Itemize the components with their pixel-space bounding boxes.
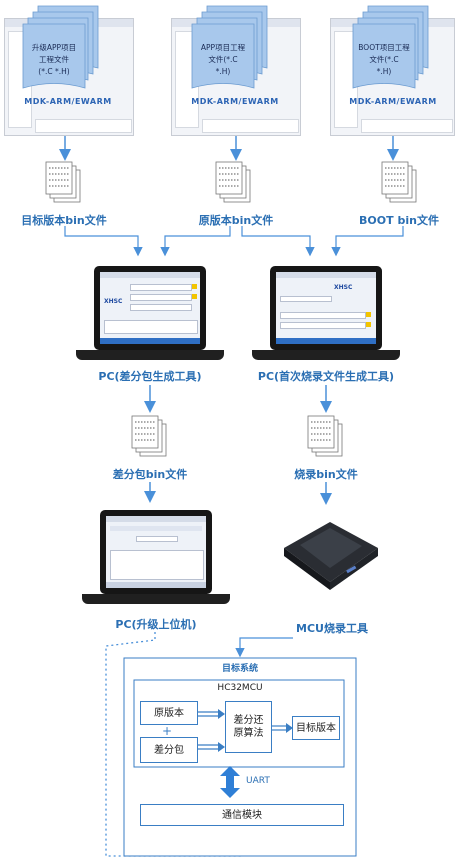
screen-logo-2: XHSC <box>334 284 353 291</box>
arrow-target-to-diff <box>64 226 143 257</box>
uart-double-arrow <box>220 766 240 798</box>
screen-logo: XHSC <box>104 298 123 305</box>
original-bin-label: 原版本bin文件 <box>198 214 274 227</box>
source-doc-2-line3: *.H) <box>215 67 231 76</box>
uart-label: UART <box>246 776 270 786</box>
mcu-title: HC32MCU <box>217 683 263 693</box>
pc-first-burn-label: PC(首次烧录文件生成工具) <box>257 370 395 383</box>
pc-diff-tool-label: PC(差分包生成工具) <box>98 370 202 383</box>
arrow-orig-to-diff <box>160 226 231 257</box>
algorithm-line1: 差分还 <box>233 715 264 726</box>
source-doc-2-line1: APP项目工程 <box>200 43 246 52</box>
arrow-orig-to-burn <box>241 226 315 257</box>
plus-sign: + <box>162 724 173 738</box>
diff-bin-label: 差分包bin文件 <box>112 468 188 481</box>
laptop-diff-tool: XHSC <box>94 266 206 350</box>
source-doc-2-line2: 文件(*.C <box>208 55 238 64</box>
pc-upper-label: PC(升级上位机) <box>115 618 197 631</box>
dotted-upper-to-comm <box>105 632 244 857</box>
arrow-boot-to-burn <box>331 226 404 257</box>
mcu-tool-label: MCU烧录工具 <box>296 622 368 635</box>
source-doc-3-line3: *.H) <box>376 67 392 76</box>
ide-label-1: MDK-ARM/EWARM <box>24 97 112 106</box>
source-doc-3-line2: 文件(*.C <box>369 55 399 64</box>
source-doc-1-line2: 工程文件 <box>39 55 69 64</box>
algorithm-line2: 原算法 <box>233 728 264 739</box>
algorithm-box: 差分还 原算法 <box>225 701 272 753</box>
source-doc-1-line3: (*.C *.H) <box>38 67 70 76</box>
laptop-upper-machine <box>100 510 212 594</box>
ide-label-2: MDK-ARM/EWARM <box>191 97 279 106</box>
source-doc-3-line1: BOOT项目工程 <box>358 43 410 52</box>
arrow-tool-system <box>235 637 293 658</box>
comm-module-box: 通信模块 <box>140 804 344 826</box>
target-version-box: 目标版本 <box>292 716 340 740</box>
diff-package-box: 差分包 <box>140 737 198 763</box>
laptop-first-burn-tool: XHSC <box>270 266 382 350</box>
ide-label-3: MDK-ARM/EWARM <box>349 97 437 106</box>
original-version-box: 原版本 <box>140 701 198 725</box>
burn-bin-label: 烧录bin文件 <box>294 468 358 481</box>
target-system-title: 目标系统 <box>221 664 258 674</box>
source-doc-1-line1: 升级APP项目 <box>31 43 77 52</box>
boot-bin-label: BOOT bin文件 <box>359 214 439 227</box>
target-bin-label: 目标版本bin文件 <box>21 214 107 227</box>
